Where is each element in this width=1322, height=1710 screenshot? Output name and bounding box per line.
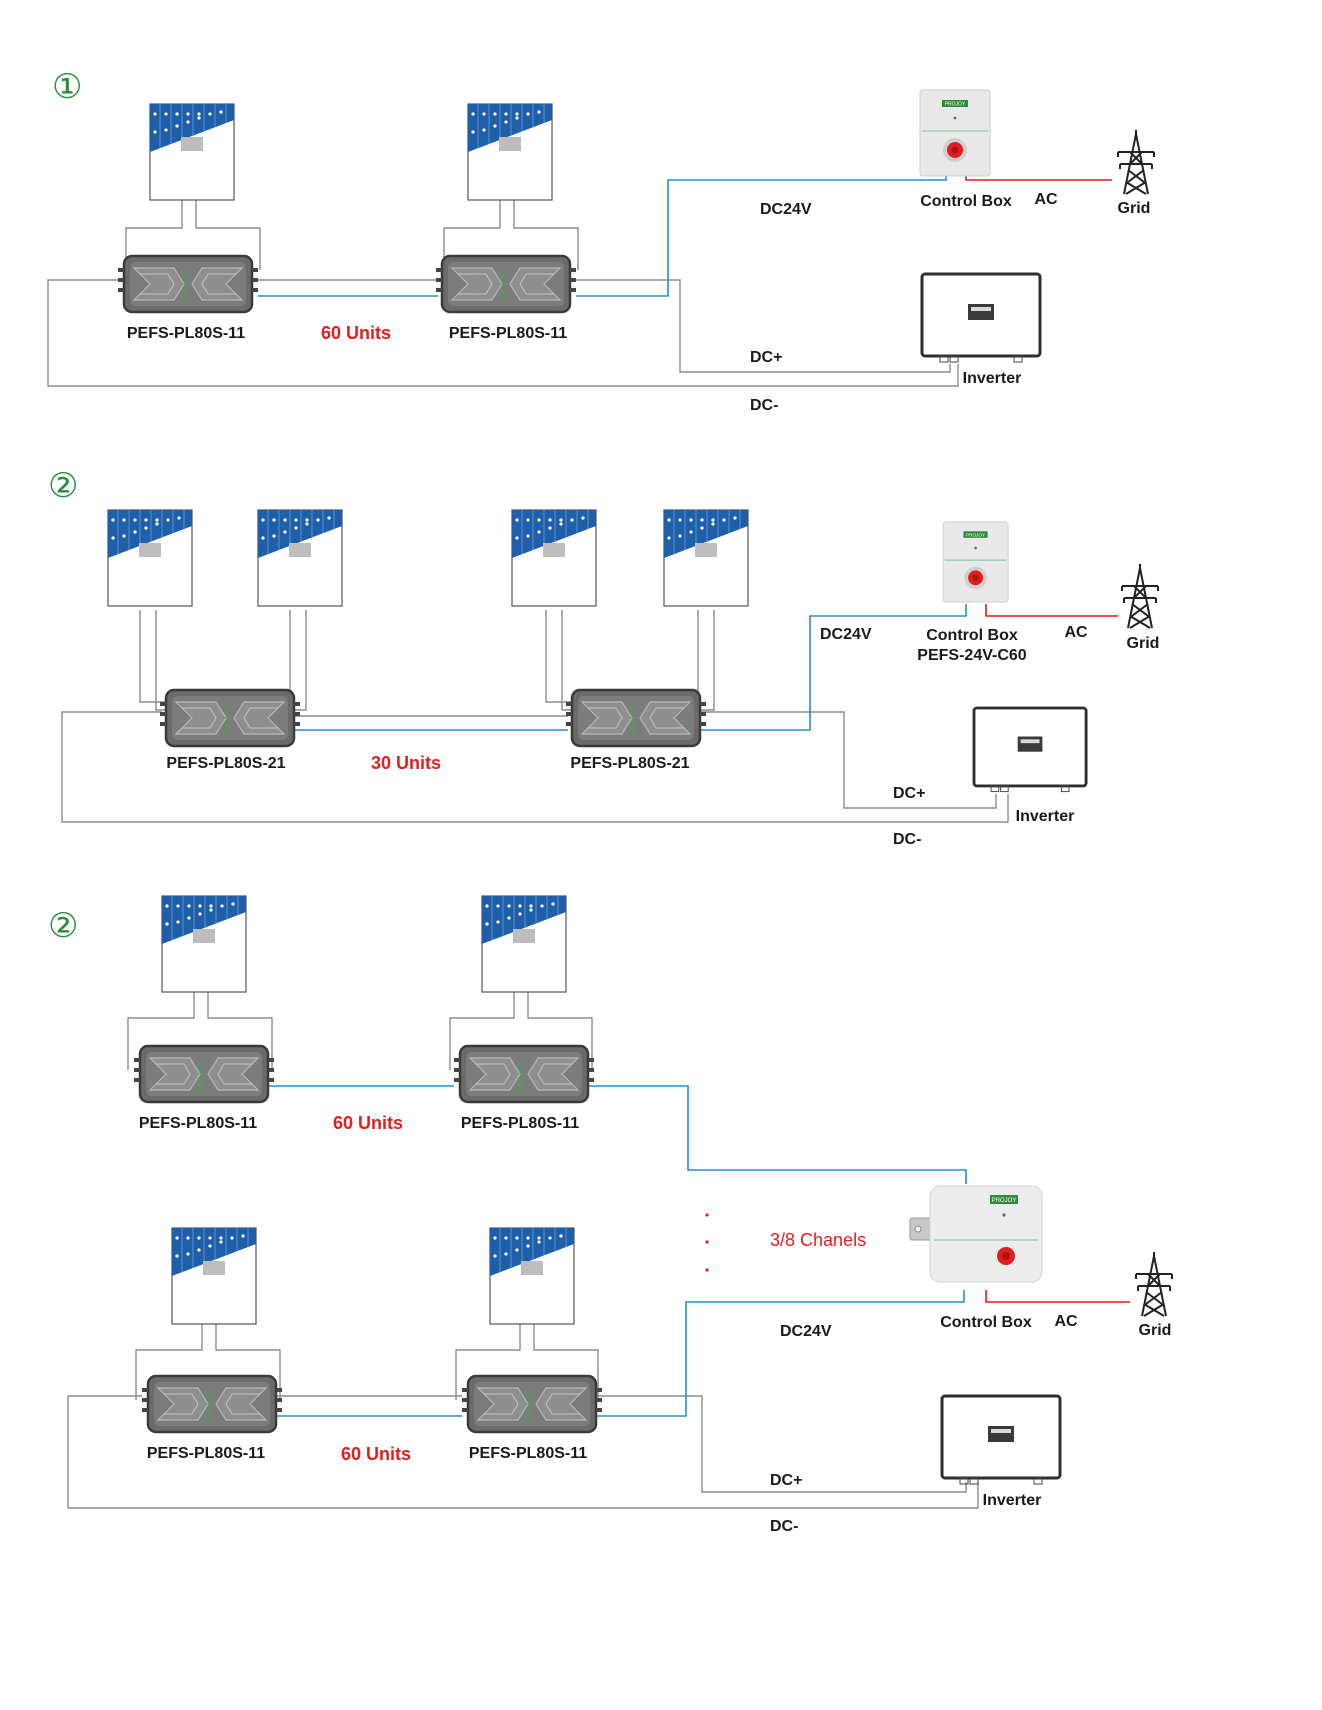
grid-label: Grid: [1118, 200, 1151, 217]
grid-tower-icon: [1121, 563, 1159, 629]
channels-label: 3/8 Chanels: [770, 1230, 866, 1250]
inverter-label: Inverter: [963, 370, 1022, 387]
section-number: ①: [52, 67, 82, 107]
dc-minus-label: DC-: [750, 397, 778, 414]
inverter-icon: [940, 1394, 1062, 1486]
inverter-icon: [972, 706, 1088, 794]
section-1: ① PEFS-PL80S-11 PEFS-PL80S-11 60 Units D…: [47, 67, 1155, 414]
optimizer-icon: [116, 254, 260, 314]
inverter-icon: [920, 272, 1042, 364]
svg-text:PROJOY: PROJOY: [992, 1198, 1017, 1204]
grid-label: Grid: [1127, 635, 1160, 652]
dc-wires-upper: [127, 988, 593, 1070]
dc-wires-lower: [67, 1320, 979, 1509]
section-number: ②: [48, 466, 78, 506]
control-box-label: Control Box: [926, 627, 1018, 644]
section-number: ②: [48, 906, 78, 946]
control-box-icon: [919, 89, 991, 177]
inverter-label: Inverter: [983, 1492, 1042, 1509]
control-box-model-label: PEFS-24V-C60: [917, 647, 1026, 664]
dc-wires: [61, 610, 1009, 823]
dc24v-wire: [286, 604, 967, 731]
optimizer-icon: [140, 1374, 284, 1434]
dc24v-wire-lower: [274, 1290, 965, 1417]
grid-tower-icon: [1135, 1251, 1173, 1317]
optimizer-label: PEFS-PL80S-11: [147, 1445, 265, 1462]
ac-label: AC: [1064, 624, 1088, 641]
optimizer-label: PEFS-PL80S-11: [461, 1115, 579, 1132]
optimizer-label: PEFS-PL80S-11: [449, 325, 567, 342]
solar-panel-icon: [171, 1227, 257, 1325]
ac-wire: [985, 1290, 1130, 1303]
optimizer-icon: [460, 1374, 604, 1434]
units-label: 60 Units: [341, 1444, 411, 1464]
optimizer-icon: [132, 1044, 276, 1104]
ac-label: AC: [1054, 1313, 1078, 1330]
optimizer-icon: [452, 1044, 596, 1104]
optimizer-icon: [564, 688, 708, 748]
solar-panel-icon: [663, 509, 749, 607]
solar-panel-icon: [481, 895, 567, 993]
optimizer-label: PEFS-PL80S-21: [570, 755, 689, 772]
solar-panel-icon: [257, 509, 343, 607]
grid-tower-icon: [1117, 129, 1155, 195]
units-label: 60 Units: [321, 323, 391, 343]
solar-panel-icon: [161, 895, 247, 993]
dc-wires: [47, 196, 959, 387]
section-3: ② PEFS-PL80S-11 PEFS-PL80S-11 60 Units 3…: [48, 895, 1173, 1535]
optimizer-label: PEFS-PL80S-21: [166, 755, 285, 772]
optimizer-label: PEFS-PL80S-11: [127, 325, 245, 342]
dc24v-label: DC24V: [820, 626, 872, 643]
optimizer-icon: [434, 254, 578, 314]
ac-wire: [985, 604, 1118, 617]
solar-panel-icon: [467, 103, 553, 201]
dc-plus-label: DC+: [893, 785, 925, 802]
dc24v-label: DC24V: [760, 201, 812, 218]
optimizer-label: PEFS-PL80S-11: [469, 1445, 587, 1462]
solar-panel-icon: [107, 509, 193, 607]
dc24v-wire: [258, 168, 947, 297]
control-box-label: Control Box: [920, 193, 1012, 210]
dc-minus-label: DC-: [770, 1518, 798, 1535]
control-box-label: Control Box: [940, 1314, 1032, 1331]
inverter-label: Inverter: [1016, 808, 1075, 825]
solar-panel-icon: [489, 1227, 575, 1325]
control-box-icon: [942, 521, 1009, 603]
dc-plus-label: DC+: [750, 349, 782, 366]
control-box-icon: PROJOY: [909, 1185, 1043, 1283]
solar-panel-icon: [511, 509, 597, 607]
dc-plus-label: DC+: [770, 1472, 802, 1489]
dc24v-label: DC24V: [780, 1323, 832, 1340]
units-label: 30 Units: [371, 753, 441, 773]
optimizer-label: PEFS-PL80S-11: [139, 1115, 257, 1132]
units-label: 60 Units: [333, 1113, 403, 1133]
optimizer-icon: [158, 688, 302, 748]
solar-panel-icon: [149, 103, 235, 201]
dc24v-wire-upper: [268, 1085, 967, 1184]
grid-label: Grid: [1139, 1322, 1172, 1339]
section-2: ② PEFS-PL80S-21 PEFS-PL80S-21 30 Units D…: [48, 466, 1159, 848]
ac-label: AC: [1034, 191, 1058, 208]
dc-minus-label: DC-: [893, 831, 921, 848]
channel-dots: [705, 1213, 709, 1272]
